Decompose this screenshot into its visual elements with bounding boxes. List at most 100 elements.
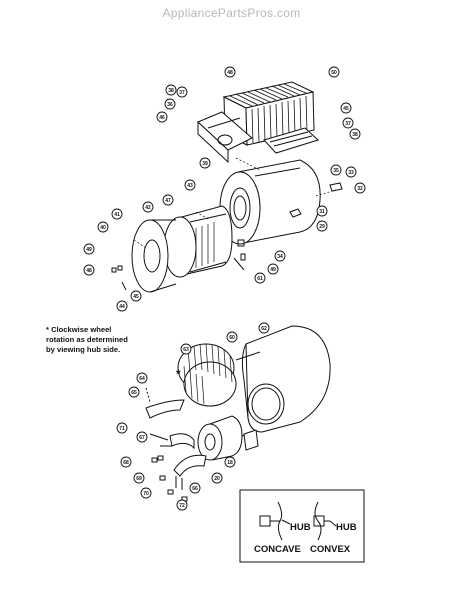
burner-plate — [197, 111, 253, 164]
callout-circle — [267, 263, 279, 275]
callout-number: 34 — [277, 254, 283, 260]
callout-49: 49 — [83, 243, 95, 255]
callout-circle — [254, 272, 266, 284]
asterisk-mark: * — [176, 367, 181, 381]
callout-number: 29 — [319, 224, 325, 230]
callout-number: 42 — [145, 205, 151, 211]
callout-37: 37 — [176, 86, 188, 98]
capacitor — [243, 429, 259, 451]
hub-label-right: HUB — [336, 522, 357, 533]
callout-65: 65 — [128, 386, 140, 398]
callout-circle — [176, 499, 188, 511]
callout-number: 45 — [343, 106, 349, 112]
callout-circle — [83, 264, 95, 276]
callout-number: 60 — [229, 335, 235, 341]
callout-68: 68 — [120, 456, 132, 468]
callout-45: 45 — [340, 102, 352, 114]
callout-number: 43 — [187, 183, 193, 189]
rotation-note-line-1: * Clockwise wheel — [46, 325, 112, 334]
mounting-bracket — [145, 387, 185, 419]
callout-circle — [116, 300, 128, 312]
convex-hub-figure — [313, 501, 337, 541]
callout-number: 46 — [159, 115, 165, 121]
callout-circle — [83, 243, 95, 255]
callout-62: 62 — [258, 322, 270, 334]
callout-number: 38 — [352, 132, 358, 138]
callout-number: 72 — [179, 503, 185, 509]
callout-number: 50 — [331, 70, 337, 76]
callout-circle — [316, 220, 328, 232]
callout-37: 37 — [342, 117, 354, 129]
motor-mount — [169, 433, 207, 490]
rotation-note-line-3: by viewing hub side. — [46, 345, 121, 354]
callout-circle — [136, 431, 148, 443]
callout-42: 42 — [142, 201, 154, 213]
callout-circle — [156, 111, 168, 123]
callout-36: 36 — [164, 98, 176, 110]
callout-38: 38 — [349, 128, 361, 140]
tray — [263, 127, 319, 154]
callout-46: 46 — [156, 111, 168, 123]
callout-circle — [97, 221, 109, 233]
callout-31: 31 — [316, 205, 328, 217]
blower-wheel — [177, 343, 237, 407]
callout-circle — [349, 128, 361, 140]
callout-44: 44 — [116, 300, 128, 312]
callout-circle — [116, 422, 128, 434]
callout-number: 62 — [261, 326, 267, 332]
callout-number: 37 — [179, 90, 185, 96]
callout-number: 49 — [86, 247, 92, 253]
concave-hub-figure — [259, 501, 291, 541]
callout-number: 48 — [86, 268, 92, 274]
callout-number: 36 — [167, 102, 173, 108]
callout-35: 35 — [330, 164, 342, 176]
callout-number: 70 — [143, 491, 149, 497]
callout-circle — [345, 166, 357, 178]
callout-41: 41 — [111, 208, 123, 220]
callout-34: 34 — [274, 250, 286, 262]
callout-number: 61 — [257, 276, 263, 282]
convex-label: CONVEX — [310, 544, 351, 555]
callout-circle — [140, 487, 152, 499]
callout-number: 63 — [183, 347, 189, 353]
callout-number: 31 — [319, 209, 325, 215]
callout-number: 32 — [357, 186, 363, 192]
flange-ring — [131, 219, 177, 293]
blower-housing-drum — [219, 159, 321, 245]
callout-circle — [176, 86, 188, 98]
callout-number: 35 — [333, 168, 339, 174]
site-watermark: AppliancePartsPros.com — [162, 6, 301, 20]
callout-number: 69 — [136, 476, 142, 482]
callout-number: 37 — [345, 121, 351, 127]
callout-69: 69 — [133, 472, 145, 484]
callout-18: 18 — [224, 456, 236, 468]
callout-circle — [342, 117, 354, 129]
callout-circle — [226, 331, 238, 343]
callout-circle — [340, 102, 352, 114]
callout-number: 44 — [119, 304, 125, 310]
callout-circle — [274, 250, 286, 262]
callout-number: 33 — [348, 170, 354, 176]
hub-detail-box — [239, 489, 365, 563]
callout-20: 20 — [211, 472, 223, 484]
callout-circle — [199, 157, 211, 169]
callout-45: 45 — [130, 290, 142, 302]
callout-40: 40 — [97, 221, 109, 233]
callout-circle — [354, 182, 366, 194]
callout-number: 40 — [100, 225, 106, 231]
callout-number: 18 — [227, 460, 233, 466]
callout-49: 49 — [267, 263, 279, 275]
callout-33: 33 — [345, 166, 357, 178]
callout-29: 29 — [316, 220, 328, 232]
callout-number: 71 — [119, 426, 125, 432]
callout-number: 49 — [270, 267, 276, 273]
callout-circle — [328, 66, 340, 78]
blower-scroll-housing — [235, 325, 331, 433]
small-hardware — [111, 182, 343, 291]
callout-circle — [142, 201, 154, 213]
callout-circle — [180, 343, 192, 355]
callout-circle — [189, 482, 201, 494]
callout-number: 38 — [168, 88, 174, 94]
